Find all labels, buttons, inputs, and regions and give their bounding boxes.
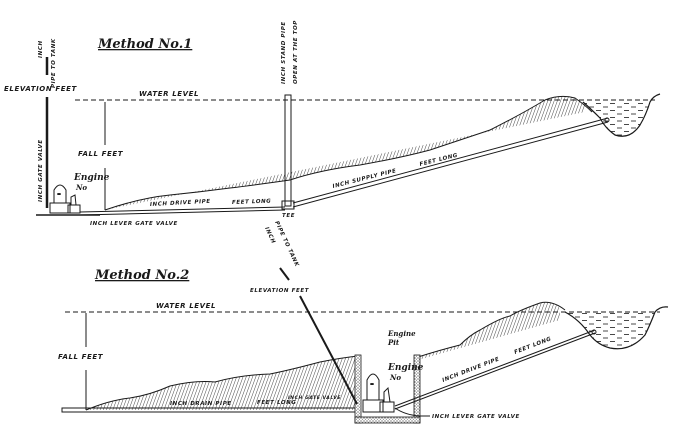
method-1-title: Method No.1 (97, 37, 192, 52)
method-1-gate-valve-label: INCH GATE VALVE (38, 139, 44, 202)
method-2-engine-pit-label: Engine (387, 329, 416, 338)
method-1-lever-gate-valve-label: INCH LEVER GATE VALVE (90, 221, 178, 227)
method-2-ground-profile-right (417, 301, 566, 358)
method-1-tee-fitting (281, 200, 295, 210)
method-2-fall-label: FALL FEET (58, 353, 104, 361)
method-1-fall-label: FALL FEET (78, 150, 124, 158)
method-2-section: Method No.2 INCH PIPE TO TANK ELEVATION … (58, 220, 669, 424)
method-1-source-pond (583, 102, 650, 137)
method-1-supply-pipe (292, 117, 609, 204)
method-2-drive-pipe (394, 329, 596, 407)
method-1-pipe-to-tank-label: PIPE TO TANK (51, 38, 57, 88)
method-2-pipe-size-label: INCH (263, 226, 276, 245)
method-1-ram-engine (36, 184, 100, 216)
method-2-source-pond (565, 312, 655, 349)
method-1-water-level-label: WATER LEVEL (139, 90, 199, 98)
method-2-gate-valve-label: INCH GATE VALVE (288, 395, 341, 401)
method-2-engine-pit-label-2: Pit (387, 338, 400, 347)
method-2-drain-pipe-label: INCH DRAIN PIPE (170, 401, 232, 407)
method-1-drive-pipe-length: FEET LONG (232, 199, 272, 206)
method-2-lever-gate-valve-label: INCH LEVER GATE VALVE (432, 414, 520, 420)
method-2-pipe-to-tank-label: PIPE TO TANK (273, 220, 300, 268)
method-2-title: Method No.2 (94, 268, 189, 283)
method-1-section: Method No.1 WATER LEVEL INCH PIPE TO TAN… (4, 20, 661, 227)
method-2-water-level-label: WATER LEVEL (156, 302, 216, 310)
method-2-engine-number: No (389, 373, 401, 382)
method-1-engine-label: Engine (73, 173, 110, 183)
method-1-engine-number: No (75, 183, 87, 192)
method-1-pipe-size-label: INCH (38, 40, 44, 58)
method-1-drive-pipe-label: INCH DRIVE PIPE (150, 199, 211, 208)
method-1-stand-pipe (284, 94, 292, 207)
method-2-drive-pipe-length: FEET LONG (514, 336, 553, 356)
method-2-elevation-label: ELEVATION FEET (250, 288, 310, 294)
method-2-engine-pit (354, 354, 421, 424)
method-1-elevation-label: ELEVATION FEET (4, 85, 77, 93)
method-2-engine-label: Engine (387, 363, 424, 373)
method-2-delivery-pipe (299, 295, 358, 405)
method-1-ground-profile (104, 95, 593, 211)
method-1-supply-pipe-label: INCH SUPPLY PIPE (332, 168, 397, 190)
method-2-ground-profile-left (85, 355, 359, 411)
method-2-drain-pipe-length: FEET LONG (257, 400, 296, 406)
method-2-ram-engine (362, 373, 395, 413)
method-1-tee-label: TEE (282, 213, 295, 219)
method-1-stand-pipe-open-label: OPEN AT THE TOP (293, 20, 299, 84)
method-1-stand-pipe-label: INCH STAND PIPE (281, 21, 287, 84)
method-1-drive-pipe (79, 206, 286, 213)
